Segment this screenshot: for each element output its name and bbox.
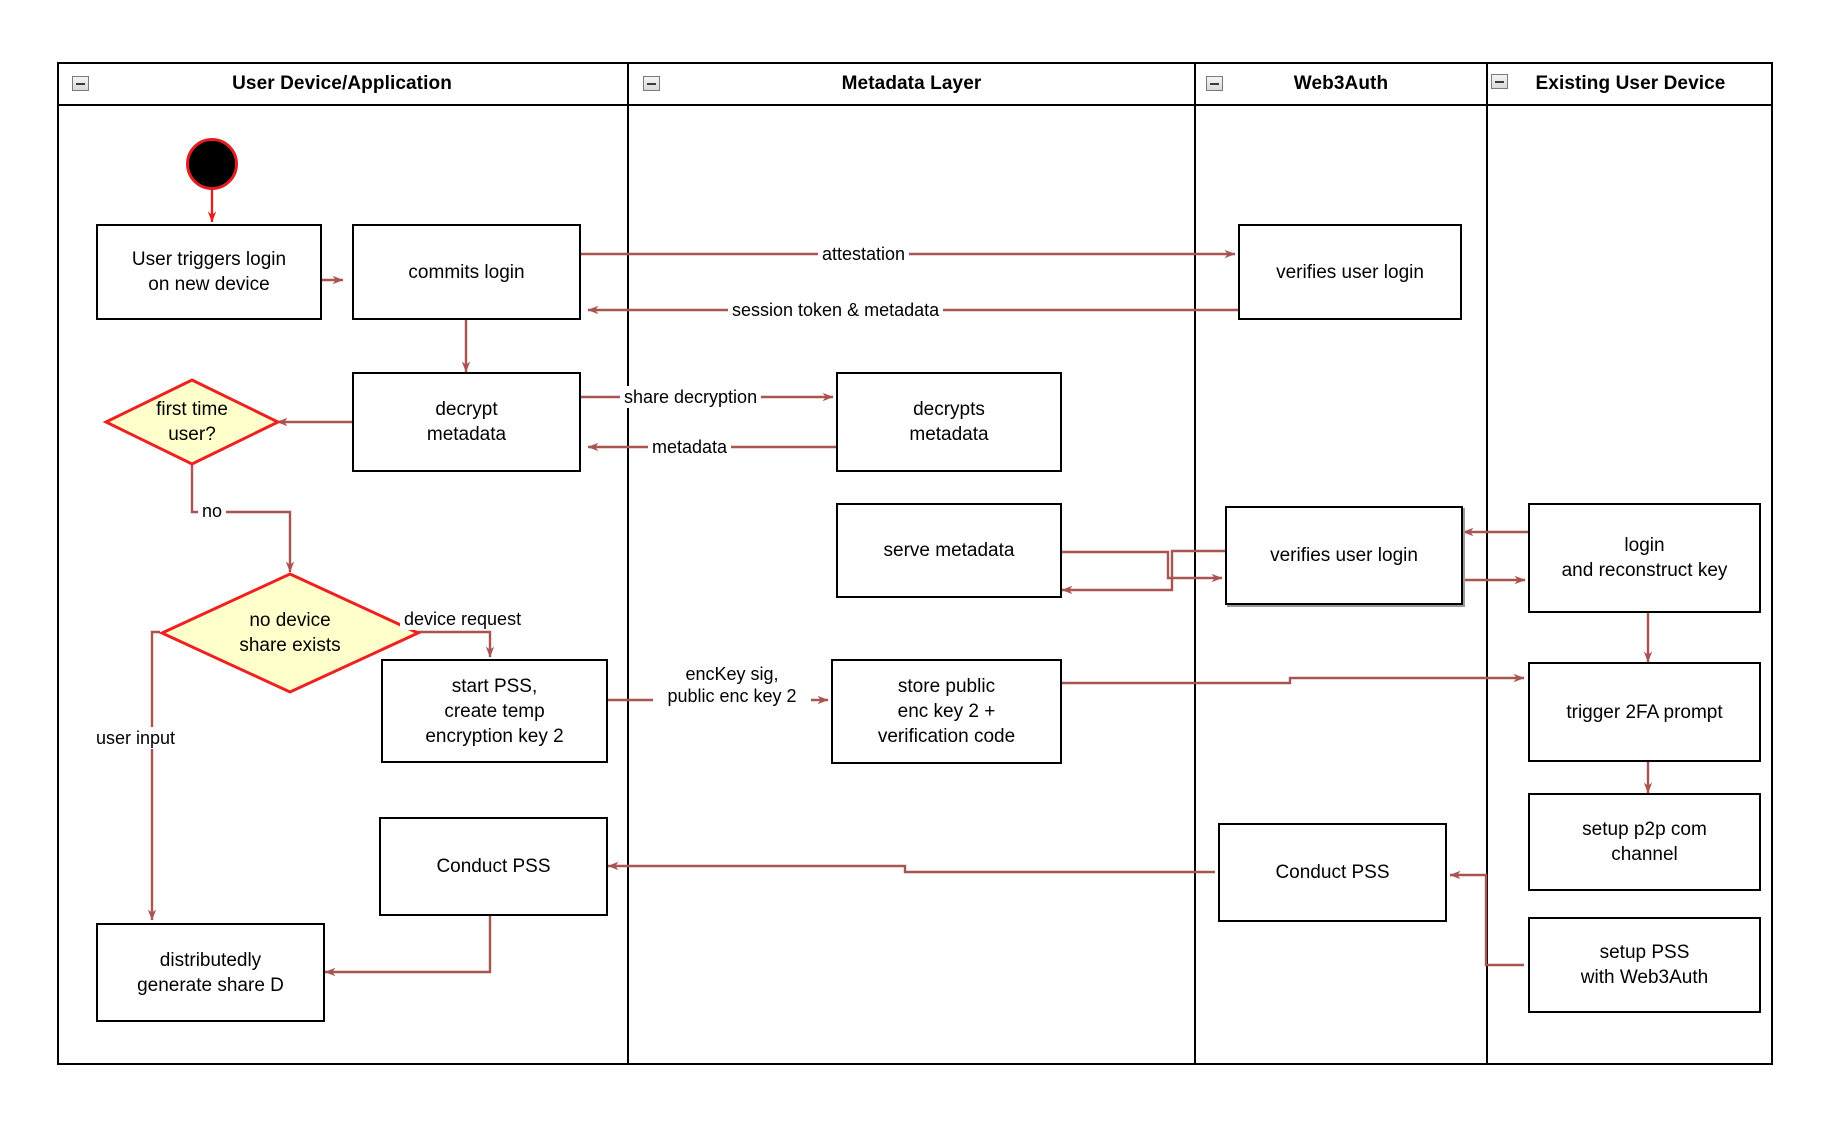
edge-label-device-request: device request bbox=[400, 608, 526, 630]
activity-setup-p2p-com-channel[interactable]: setup p2p com channel bbox=[1528, 793, 1761, 891]
minus-box-icon-existing-user-device[interactable] bbox=[1491, 74, 1508, 89]
activity-distributedly-generate-share-d[interactable]: distributedly generate share D bbox=[96, 923, 325, 1022]
activity-label: verifies user login bbox=[1270, 545, 1418, 566]
lane-title-existing-user-device: Existing User Device bbox=[1535, 73, 1726, 94]
edge-label-session-token: session token & metadata bbox=[728, 299, 944, 321]
activity-setup-pss-with-web3auth[interactable]: setup PSS with Web3Auth bbox=[1528, 917, 1761, 1013]
activity-label: setup p2p com channel bbox=[1582, 819, 1707, 865]
lane-header-web3auth[interactable]: Web3Auth bbox=[1196, 62, 1488, 106]
edge-label-no: no bbox=[198, 500, 227, 522]
header-separator bbox=[57, 104, 1773, 106]
activity-verifies-user-login-1[interactable]: verifies user login bbox=[1238, 224, 1462, 320]
activity-trigger-2fa-prompt[interactable]: trigger 2FA prompt bbox=[1528, 662, 1761, 762]
activity-decrypt-metadata[interactable]: decrypt metadata bbox=[352, 372, 581, 472]
minus-box-icon-web3auth[interactable] bbox=[1206, 76, 1223, 91]
activity-label: setup PSS with Web3Auth bbox=[1580, 942, 1709, 988]
activity-label: start PSS, create temp encryption key 2 bbox=[425, 675, 564, 747]
decision-first-time-user[interactable]: first time user? bbox=[102, 378, 282, 466]
activity-commits-login[interactable]: commits login bbox=[352, 224, 581, 320]
diamond-shape-icon bbox=[158, 572, 422, 694]
lane-body-web3auth bbox=[1196, 106, 1488, 1065]
activity-label: login and reconstruct key bbox=[1561, 535, 1728, 581]
diamond-shape-icon bbox=[102, 378, 282, 466]
decision-label: no device share exists bbox=[239, 610, 341, 656]
edge-label-user-input: user input bbox=[92, 727, 180, 749]
lane-header-metadata-layer[interactable]: Metadata Layer bbox=[629, 62, 1196, 106]
activity-label: store public enc key 2 + verification co… bbox=[877, 676, 1016, 747]
lane-title-metadata-layer: Metadata Layer bbox=[841, 73, 982, 94]
activity-label: Conduct PSS bbox=[436, 856, 551, 877]
activity-label: decrypts metadata bbox=[909, 399, 989, 445]
lane-header-user-device[interactable]: User Device/Application bbox=[57, 62, 629, 106]
swimlane-pool bbox=[57, 62, 1773, 1065]
activity-conduct-pss-web3auth[interactable]: Conduct PSS bbox=[1218, 823, 1447, 922]
lane-header-existing-user-device[interactable]: Existing User Device bbox=[1488, 62, 1773, 106]
activity-verifies-user-login-2[interactable]: verifies user login bbox=[1225, 506, 1463, 605]
activity-start-pss-create-temp-key[interactable]: start PSS, create temp encryption key 2 bbox=[381, 659, 608, 763]
activity-label: User triggers login on new device bbox=[131, 249, 287, 295]
activity-label: verifies user login bbox=[1276, 261, 1424, 283]
minus-box-icon-metadata-layer[interactable] bbox=[643, 76, 660, 91]
activity-label: trigger 2FA prompt bbox=[1566, 701, 1723, 723]
activity-label: distributedly generate share D bbox=[137, 949, 284, 996]
activity-label: serve metadata bbox=[883, 540, 1015, 561]
lane-title-web3auth: Web3Auth bbox=[1293, 73, 1389, 94]
activity-serve-metadata[interactable]: serve metadata bbox=[836, 503, 1062, 598]
activity-login-and-reconstruct-key[interactable]: login and reconstruct key bbox=[1528, 503, 1761, 613]
initial-node bbox=[186, 138, 238, 190]
activity-label: decrypt metadata bbox=[426, 399, 507, 445]
edge-label-share-decryption: share decryption bbox=[620, 386, 762, 408]
decision-label: first time user? bbox=[156, 399, 228, 445]
activity-label: commits login bbox=[408, 261, 525, 283]
lane-body-user-device bbox=[57, 106, 629, 1065]
activity-label: Conduct PSS bbox=[1275, 862, 1390, 883]
decision-no-device-share-exists[interactable]: no device share exists bbox=[158, 572, 422, 694]
activity-user-triggers-login[interactable]: User triggers login on new device bbox=[96, 224, 322, 320]
edge-label-enckey-sig: encKey sig, public enc key 2 bbox=[653, 663, 811, 707]
activity-store-public-enc-key[interactable]: store public enc key 2 + verification co… bbox=[831, 659, 1062, 764]
edge-label-enckey-line1: encKey sig, bbox=[685, 664, 779, 684]
minus-box-icon-user-device[interactable] bbox=[72, 76, 89, 91]
activity-conduct-pss-user-device[interactable]: Conduct PSS bbox=[379, 817, 608, 916]
lane-title-user-device: User Device/Application bbox=[232, 73, 452, 94]
edge-label-attestation: attestation bbox=[818, 243, 910, 265]
edge-label-enckey-line2: public enc key 2 bbox=[667, 686, 797, 706]
edge-label-metadata: metadata bbox=[648, 436, 732, 458]
activity-decrypts-metadata[interactable]: decrypts metadata bbox=[836, 372, 1062, 472]
